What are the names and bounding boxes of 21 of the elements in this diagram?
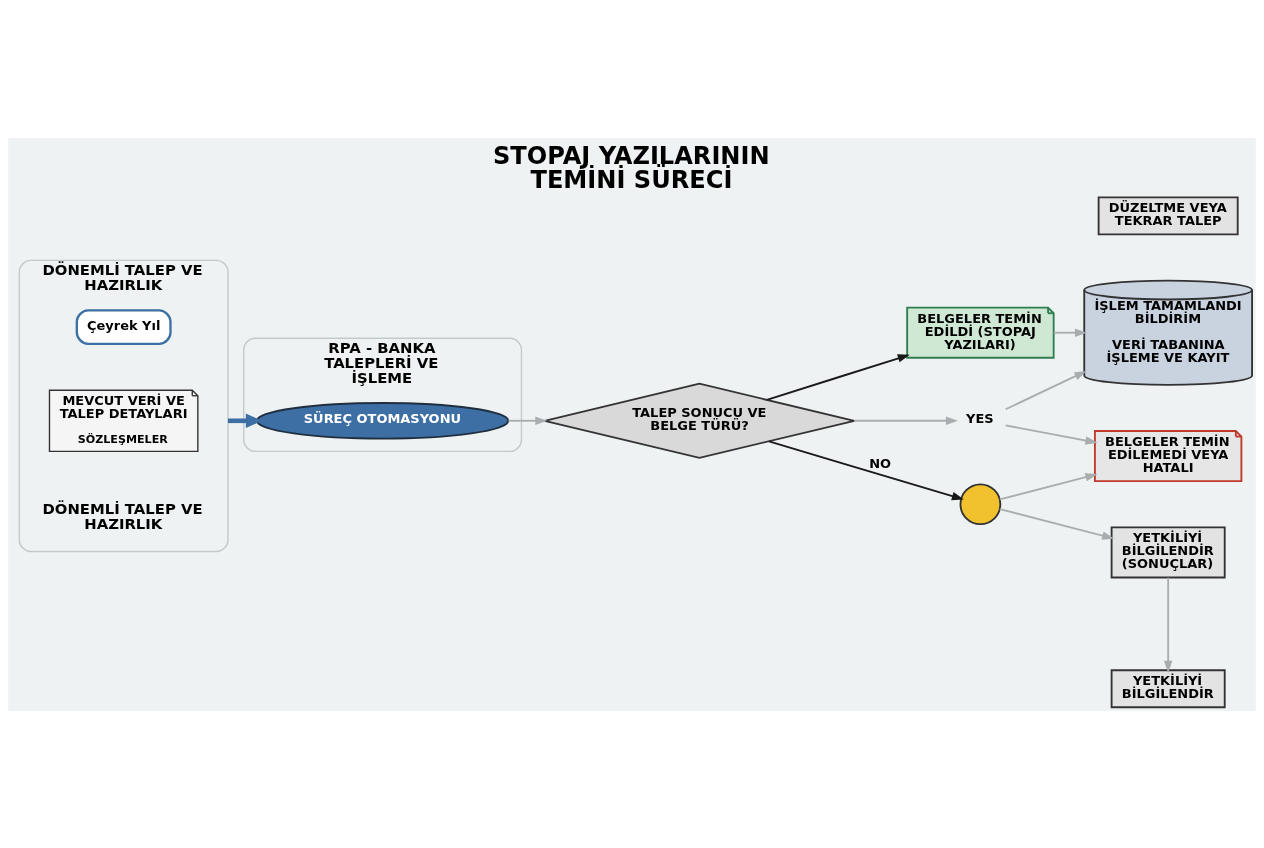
arrow bbox=[1052, 328, 1087, 337]
node-box: DÜZELTME VEYA TEKRAR TALEP bbox=[1097, 195, 1239, 235]
node-circle bbox=[959, 482, 1002, 525]
node-text: YES bbox=[966, 410, 994, 426]
edge-label: NO bbox=[869, 455, 892, 471]
arrow bbox=[998, 507, 1115, 540]
node-diamond: TALEP SONUCU VE BELGE TÜRÜ? bbox=[543, 382, 856, 459]
node-box: YETKİLİYİ BİLGİLENDİR bbox=[1110, 668, 1226, 708]
arrow bbox=[1004, 423, 1098, 445]
node-box: YETKİLİYİ BİLGİLENDİR (SONUÇLAR) bbox=[1110, 526, 1226, 578]
arrow bbox=[507, 416, 548, 425]
arrow bbox=[1163, 576, 1173, 673]
node-ellipse: SÜREÇ OTOMASYONU bbox=[256, 401, 510, 439]
arrow bbox=[998, 472, 1098, 500]
diagram-title: STOPAJ YAZILARININ TEMİNİ SÜRECİ bbox=[492, 141, 770, 194]
arrow bbox=[1004, 370, 1087, 410]
arrow bbox=[768, 439, 964, 500]
arrow bbox=[853, 416, 958, 425]
arrow bbox=[765, 353, 910, 401]
node-box: Çeyrek Yıl bbox=[75, 308, 172, 345]
node-label: DÖNEMLİ TALEP VE HAZIRLIK bbox=[42, 499, 203, 532]
